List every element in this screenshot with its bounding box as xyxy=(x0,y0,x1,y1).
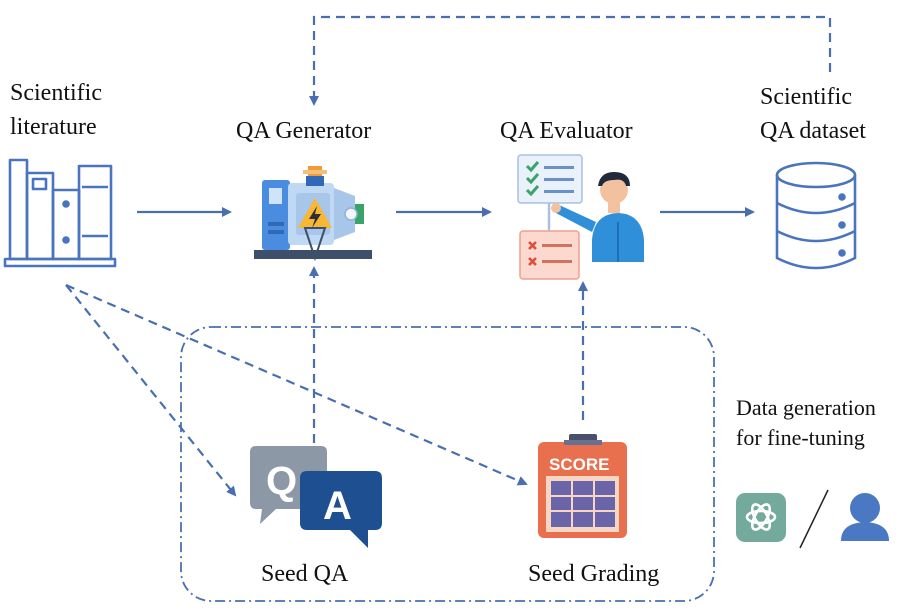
seed-group-box xyxy=(180,326,715,602)
literature-label-line1: Scientific xyxy=(10,80,102,106)
score-clipboard-icon: SCORE xyxy=(538,434,627,538)
evaluator-label: QA Evaluator xyxy=(500,118,633,144)
openai-logo-icon xyxy=(736,493,786,542)
slash-divider xyxy=(799,489,829,549)
literature-label-line2: literature xyxy=(10,114,97,140)
seed-qa-label: Seed QA xyxy=(261,561,349,587)
note-line2: for fine-tuning xyxy=(736,425,865,450)
generator-label: QA Generator xyxy=(236,118,371,144)
score-text: SCORE xyxy=(549,455,609,474)
seed-qa-a-letter: A xyxy=(323,484,352,528)
arrow-dataset-feedback-to-generator xyxy=(309,15,832,106)
dataset-label-line2: QA dataset xyxy=(760,118,866,144)
arrow-literature-to-seed-grading xyxy=(65,283,528,486)
evaluator-icon xyxy=(517,154,644,280)
database-icon xyxy=(775,161,857,270)
seed-qa-q-letter: Q xyxy=(266,459,297,503)
seed-grading-label: Seed Grading xyxy=(528,561,659,587)
books-icon xyxy=(3,158,117,268)
note-line1: Data generation xyxy=(736,395,876,420)
dataset-label-line1: Scientific xyxy=(760,84,852,110)
generator-icon xyxy=(254,166,372,262)
seed-qa-icon: Q A xyxy=(250,446,382,548)
person-icon xyxy=(841,493,889,541)
arrow-literature-to-seed-qa xyxy=(65,284,237,497)
